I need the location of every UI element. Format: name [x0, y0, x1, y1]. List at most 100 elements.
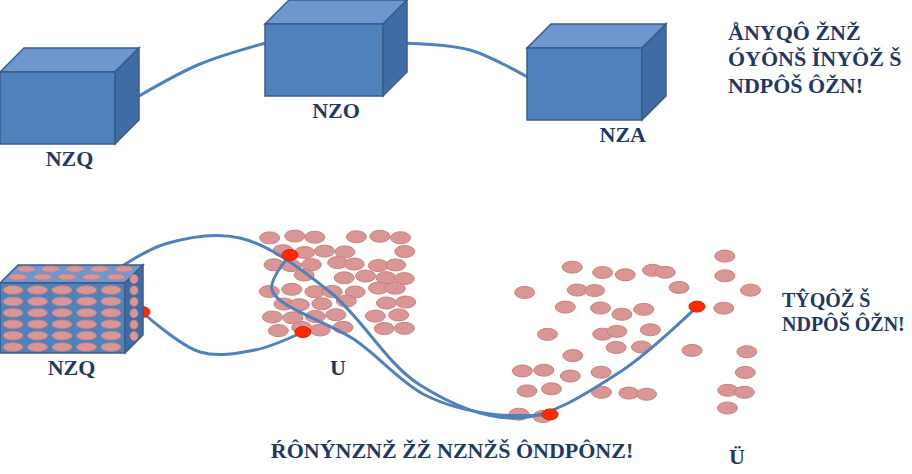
cell-ellipse — [77, 286, 97, 295]
cell-ellipse — [714, 302, 734, 314]
cell-ellipse — [394, 322, 414, 334]
shape — [0, 265, 143, 353]
cell-ellipse — [512, 365, 532, 377]
cell-ellipse — [77, 331, 97, 340]
cell-ellipse — [77, 309, 97, 318]
cell-ellipse — [562, 261, 582, 273]
cell-ellipse — [396, 296, 416, 308]
shape — [0, 48, 139, 144]
cell-ellipse — [585, 285, 605, 297]
cube-shape — [0, 265, 143, 353]
cell-ellipse — [77, 343, 97, 352]
cell-ellipse — [534, 364, 554, 376]
cell-ellipse — [101, 320, 121, 329]
cube-front — [0, 72, 115, 144]
cell-ellipse — [107, 274, 125, 280]
cell-ellipse — [344, 258, 364, 270]
cell-ellipse — [28, 320, 48, 329]
cell-ellipse — [77, 320, 97, 329]
cell-ellipse — [28, 343, 48, 352]
cell-ellipse — [130, 320, 138, 329]
cube-shape — [0, 48, 139, 144]
cell-ellipse — [17, 266, 35, 272]
connector — [142, 312, 303, 355]
cell-ellipse — [385, 282, 405, 294]
cell-ellipse — [28, 331, 48, 340]
cell-ellipse — [715, 250, 735, 262]
block-label: NZO — [265, 98, 407, 123]
cell-cluster: Ü — [508, 240, 763, 469]
cell-ellipse — [101, 331, 121, 340]
cell-ellipse — [9, 274, 27, 280]
cube-side — [642, 24, 666, 120]
cell-ellipse — [376, 297, 396, 309]
block-label: U — [258, 355, 418, 380]
cell-ellipse — [389, 309, 409, 321]
endpoint-dot — [295, 327, 311, 338]
block-box: NZO — [265, 0, 407, 123]
view-note: TŶQÔŽ Š NDPÔŠ ÔŽN! — [782, 288, 908, 336]
cell-ellipse — [34, 274, 52, 280]
cube-side — [383, 0, 407, 96]
cube-side — [125, 265, 143, 353]
cell-ellipse — [515, 286, 535, 298]
cell-ellipse — [101, 343, 121, 352]
cell-ellipse — [669, 281, 689, 293]
shape — [527, 24, 666, 120]
caption-text: ŔÔNÝNZNŽ ŽŽ NZNŽŠ ÔNDPÔNZ! — [262, 438, 642, 464]
block-box: NZQ — [0, 265, 143, 380]
cell-ellipse — [591, 366, 611, 378]
cell-ellipse — [370, 230, 390, 242]
endpoint-dot — [282, 250, 298, 261]
connector — [272, 255, 550, 415]
cell-ellipse — [326, 309, 346, 321]
cell-ellipse — [640, 324, 660, 336]
cell-ellipse — [91, 266, 109, 272]
cell-ellipse — [356, 270, 376, 282]
cell-ellipse — [734, 386, 754, 398]
cell-ellipse — [555, 301, 575, 313]
cube-shape — [527, 24, 666, 120]
cell-ellipse — [130, 297, 138, 306]
cell-ellipse — [3, 343, 23, 352]
cell-ellipse — [130, 309, 138, 318]
block-label: NZA — [527, 122, 666, 147]
cube-shape — [265, 0, 407, 96]
cell-ellipse — [634, 303, 654, 315]
cell-ellipse — [717, 402, 737, 414]
cell-ellipse — [28, 309, 48, 318]
cell-ellipse — [737, 346, 757, 358]
cube-side — [115, 48, 139, 144]
cell-ellipse — [101, 309, 121, 318]
endpoint-dot — [689, 301, 705, 312]
cell-ellipse — [682, 344, 702, 356]
cell-ellipse — [3, 331, 23, 340]
cell-ellipse — [391, 232, 411, 244]
cell-ellipse — [260, 232, 280, 244]
cell-ellipse — [130, 275, 138, 284]
cell-ellipse — [593, 267, 613, 279]
cell-ellipse — [560, 370, 580, 382]
cell-ellipse — [612, 308, 632, 320]
shape — [508, 240, 763, 440]
cell-ellipse — [374, 323, 394, 335]
connector — [407, 43, 527, 77]
cube-top — [0, 265, 143, 283]
cell-ellipse — [346, 231, 366, 243]
cell-ellipse — [735, 366, 755, 378]
cell-ellipse — [615, 269, 635, 281]
cell-ellipse — [312, 298, 332, 310]
cell-grid — [3, 266, 138, 351]
cell-ellipse — [130, 286, 138, 295]
cell-ellipse — [28, 286, 48, 295]
block-label: NZQ — [0, 355, 143, 380]
cell-ellipse — [52, 320, 72, 329]
cell-ellipse — [591, 302, 611, 314]
cell-ellipse — [52, 309, 72, 318]
cell-ellipse — [52, 343, 72, 352]
cell-ellipse — [262, 311, 282, 323]
block-box: NZA — [527, 24, 666, 147]
cube-front — [527, 48, 642, 120]
cell-ellipse — [52, 286, 72, 295]
